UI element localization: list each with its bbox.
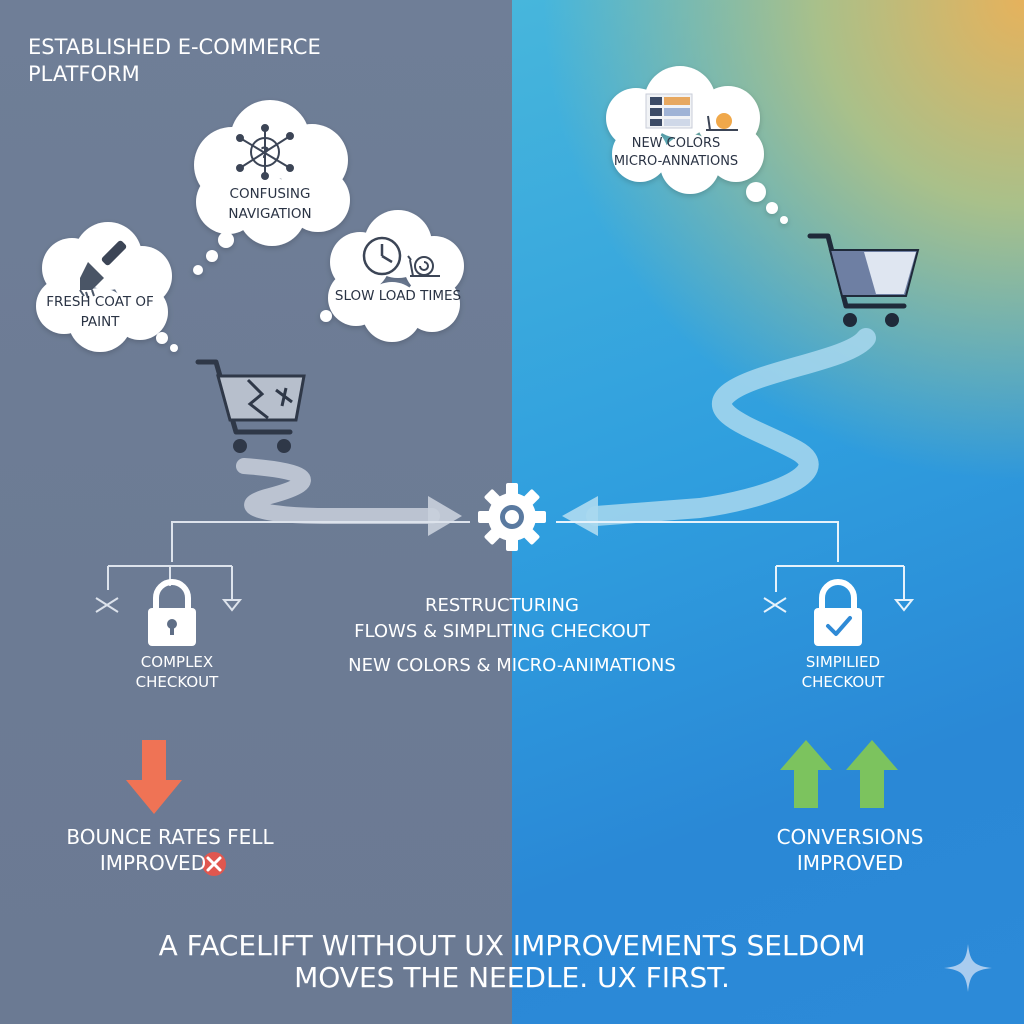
footer-line2: MOVES THE NEEDLE. UX FIRST. xyxy=(294,961,730,994)
center-label-line2: FLOWS & SIMPLITING CHECKOUT xyxy=(354,621,650,642)
left-flow-arrow xyxy=(236,458,462,536)
complex-checkout-label: COMPLEX CHECKOUT xyxy=(135,653,219,691)
cart-icon xyxy=(807,233,920,327)
thought-label-slow-load: SLOW LOAD TIMES xyxy=(334,288,462,304)
gear-icon xyxy=(478,483,546,551)
thought-cloud-new-colors xyxy=(606,66,788,224)
left-branch-connectors xyxy=(95,521,470,613)
lock-check-icon xyxy=(814,579,862,646)
broken-cart-icon xyxy=(195,359,306,453)
lock-icon xyxy=(148,579,196,646)
center-label-line3: NEW COLORS & MICRO-ANIMATIONS xyxy=(348,655,676,676)
thought-cloud-fresh-coat xyxy=(36,222,178,352)
bounce-result-line1: BOUNCE RATES FELL xyxy=(66,825,274,849)
thought-cloud-confusing-navigation xyxy=(193,100,350,275)
thought-label-confusing-navigation: CONFUSING NAVIGATION xyxy=(228,186,312,222)
svg-text:?: ? xyxy=(260,143,269,162)
sparkle-icon xyxy=(944,944,992,992)
center-label-line1: RESTRUCTURING xyxy=(425,595,579,616)
up-arrows-icon xyxy=(780,740,898,808)
thought-label-new-colors: NEW COLORS MICRO-ANNATIONS xyxy=(613,136,739,169)
footer-line1: A FACELIFT WITHOUT UX IMPROVEMENTS SELDO… xyxy=(158,929,866,962)
bounce-result-line2: IMPROVED xyxy=(99,851,207,875)
down-arrow-icon xyxy=(126,740,182,814)
snail-icon-right xyxy=(706,113,738,131)
page-title: ESTABLISHED E-COMMERCE PLATFORM xyxy=(28,35,321,86)
conversions-result-line2: IMPROVED xyxy=(796,851,904,875)
simplified-checkout-label: SIMPILIED CHECKOUT xyxy=(801,653,885,691)
fail-x-icon xyxy=(202,852,226,876)
right-branch-connectors xyxy=(556,521,915,613)
clock-icon xyxy=(362,236,402,276)
network-question-icon: ? xyxy=(236,124,294,180)
paint-brush-icon xyxy=(79,240,127,299)
thought-label-fresh-coat: FRESH COAT OF PAINT xyxy=(46,294,154,330)
thought-cloud-slow-load xyxy=(320,210,464,342)
snail-icon xyxy=(407,255,440,277)
color-palette-icon xyxy=(645,93,693,129)
conversions-result-line1: CONVERSIONS xyxy=(776,825,924,849)
right-flow-path xyxy=(562,328,876,536)
